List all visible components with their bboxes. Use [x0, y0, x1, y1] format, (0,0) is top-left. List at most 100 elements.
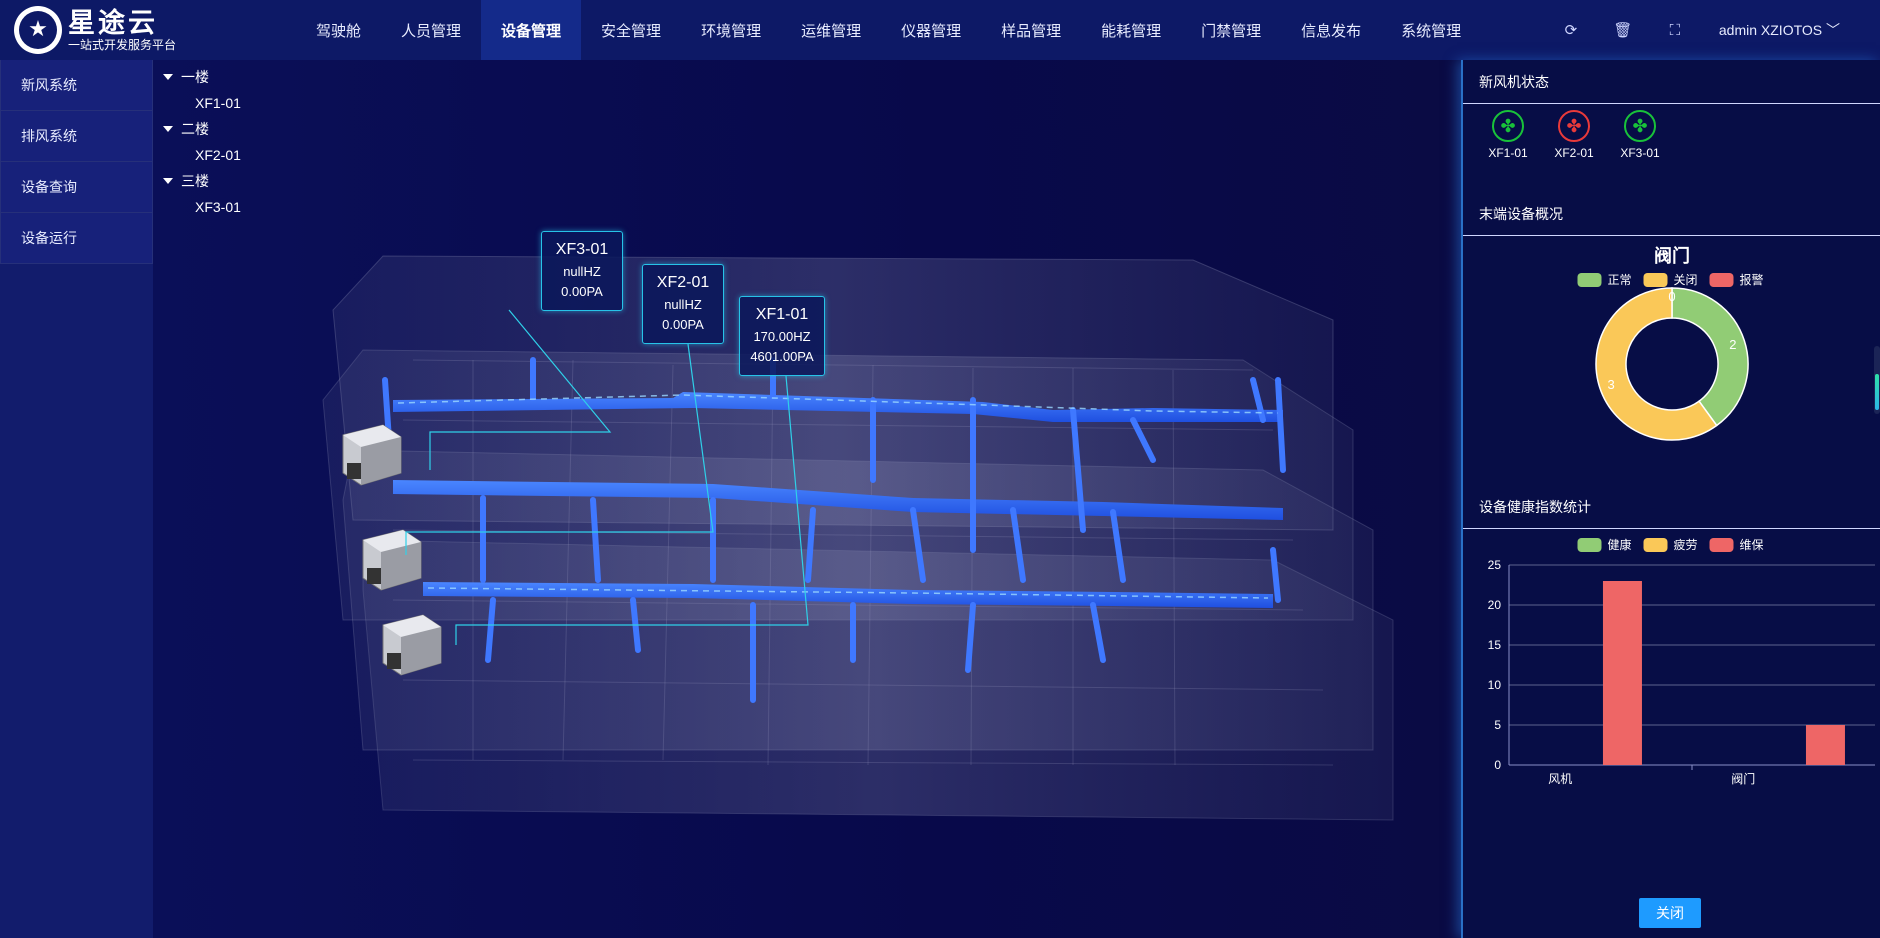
- fan-label: XF3-01: [1620, 146, 1660, 160]
- nav-item[interactable]: 人员管理: [401, 22, 462, 40]
- tree-floor-node[interactable]: 三楼: [163, 168, 241, 194]
- delete-icon[interactable]: 🗑: [1613, 22, 1633, 39]
- tree-unit-node[interactable]: XF3-01: [195, 199, 241, 215]
- sidebar-item[interactable]: 排风系统: [0, 111, 153, 162]
- fan-icon: ✤: [1492, 110, 1524, 142]
- caret-down-icon: [163, 126, 173, 132]
- user-menu[interactable]: admin XZIOTOS ﹀: [1718, 22, 1840, 38]
- nav-item[interactable]: 门禁管理: [1201, 22, 1262, 40]
- fan-status-title: 新风机状态: [1463, 60, 1880, 104]
- nav-item[interactable]: 驾驶舱: [316, 22, 362, 40]
- legend-swatch[interactable]: [1577, 538, 1602, 552]
- caret-down-icon: [163, 178, 173, 184]
- tag-xf3-01[interactable]: XF3-01 nullHZ 0.00PA: [541, 231, 623, 311]
- right-panel: 新风机状态 ✤XF1-01✤XF2-01✤XF3-01 末端设备概况 阀门正常关…: [1461, 60, 1880, 938]
- legend-label[interactable]: 维保: [1740, 538, 1764, 552]
- tag-pressure: 0.00PA: [561, 284, 603, 299]
- panel-scrollbar[interactable]: [1874, 346, 1880, 414]
- y-tick-label: 10: [1488, 678, 1502, 692]
- fan-icon: ✤: [1624, 110, 1656, 142]
- y-tick-label: 0: [1494, 758, 1501, 772]
- nav-item[interactable]: 安全管理: [601, 22, 662, 40]
- nav-item[interactable]: 设备管理: [481, 0, 582, 60]
- tag-xf2-01[interactable]: XF2-01 nullHZ 0.00PA: [642, 264, 724, 344]
- sidebar: 新风系统排风系统设备查询设备运行: [0, 60, 153, 938]
- pie-slice[interactable]: [1671, 287, 1749, 427]
- hvac-3d-scene[interactable]: 一楼 XF1-01 二楼 XF2-01 三楼 XF3-01 XF3-01 nullHZ 0…: [153, 60, 1461, 938]
- tree-floor-label: 三楼: [181, 173, 209, 189]
- logo-title: 星途云: [68, 8, 158, 38]
- tag-frequency: nullHZ: [563, 264, 601, 279]
- terminal-overview-title: 末端设备概况: [1463, 192, 1880, 236]
- health-stats-title: 设备健康指数统计: [1463, 485, 1880, 529]
- y-tick-label: 25: [1488, 558, 1502, 572]
- sidebar-item[interactable]: 新风系统: [0, 60, 153, 111]
- chart-title: 阀门: [1654, 245, 1690, 266]
- y-tick-label: 20: [1488, 598, 1502, 612]
- tree-floor-label: 一楼: [181, 69, 209, 85]
- legend-swatch[interactable]: [1577, 273, 1602, 287]
- bar[interactable]: [1805, 725, 1845, 765]
- nav-item[interactable]: 运维管理: [801, 22, 862, 40]
- x-tick-label: 阀门: [1731, 771, 1755, 786]
- fan-label: XF1-01: [1488, 146, 1528, 160]
- building-duct-model: [322, 255, 1394, 821]
- nav-item[interactable]: 仪器管理: [901, 22, 962, 40]
- bar[interactable]: [1602, 581, 1642, 765]
- legend-label[interactable]: 疲劳: [1674, 537, 1698, 552]
- fan-status-item[interactable]: ✤ XF1-01: [1475, 110, 1541, 192]
- logo-subtitle: 一站式开发服务平台: [68, 38, 177, 52]
- tag-name: XF1-01: [755, 306, 809, 323]
- legend-label[interactable]: 报警: [1740, 272, 1764, 287]
- fan-status-item[interactable]: ✤ XF2-01: [1541, 110, 1607, 192]
- tag-pressure: 4601.00PA: [750, 349, 814, 364]
- floor-tree: 一楼 XF1-01 二楼 XF2-01 三楼 XF3-01: [163, 64, 241, 220]
- tag-frequency: 170.00HZ: [753, 329, 811, 344]
- pie-slice[interactable]: [1595, 287, 1718, 441]
- fan-status-item[interactable]: ✤ XF3-01: [1607, 110, 1673, 192]
- sidebar-item[interactable]: 设备运行: [0, 213, 153, 264]
- main-nav: 驾驶舱 人员管理 设备管理 安全管理 环境管理 运维管理 仪器管理 样品管理 能耗管理 门禁管理 信…: [296, 0, 1481, 60]
- y-tick-label: 5: [1494, 718, 1501, 732]
- nav-item[interactable]: 能耗管理: [1101, 22, 1162, 40]
- pie-data-label: 0: [1668, 289, 1675, 304]
- nav-item[interactable]: 样品管理: [1001, 22, 1062, 40]
- legend-swatch[interactable]: [1643, 538, 1668, 552]
- logo[interactable]: ★ 星途云 一站式开发服务平台: [0, 0, 180, 60]
- y-tick-label: 15: [1488, 638, 1502, 652]
- fan-status-list: ✤ XF1-01 ✤ XF2-01 ✤ XF3-01: [1463, 104, 1880, 192]
- caret-down-icon: [163, 74, 173, 80]
- fan-unit-models: [342, 424, 442, 676]
- tag-xf1-01[interactable]: XF1-01 170.00HZ 4601.00PA: [739, 296, 825, 376]
- fan-label: XF2-01: [1554, 146, 1594, 160]
- pie-data-label: 2: [1729, 337, 1736, 352]
- refresh-icon[interactable]: ⟳: [1564, 22, 1578, 39]
- tag-name: XF3-01: [555, 241, 609, 258]
- tag-pressure: 0.00PA: [662, 317, 704, 332]
- sidebar-item[interactable]: 设备查询: [0, 162, 153, 213]
- nav-item[interactable]: 信息发布: [1301, 22, 1362, 40]
- pie-data-label: 3: [1608, 377, 1615, 392]
- tree-unit-node[interactable]: XF2-01: [195, 147, 241, 163]
- x-tick-label: 风机: [1548, 772, 1572, 786]
- health-bar-chart: 健康 疲劳 维保 0 5 10 15 20 25 风机 阀门: [1488, 537, 1875, 786]
- tree-floor-node[interactable]: 二楼: [163, 116, 241, 142]
- tag-frequency: nullHZ: [664, 297, 702, 312]
- tree-unit-node[interactable]: XF1-01: [195, 95, 241, 111]
- fan-icon: ✤: [1558, 110, 1590, 142]
- legend-label[interactable]: 正常: [1608, 273, 1632, 287]
- close-button[interactable]: 关闭: [1639, 898, 1701, 928]
- legend-label[interactable]: 关闭: [1674, 273, 1698, 287]
- tree-floor-label: 二楼: [181, 121, 209, 137]
- legend-label[interactable]: 健康: [1608, 537, 1632, 552]
- logo-badge-icon: ★: [14, 6, 62, 54]
- legend-swatch[interactable]: [1643, 273, 1668, 287]
- top-nav-bar: ★ 星途云 一站式开发服务平台 驾驶舱 人员管理 设备管理 安全管理 环境管理 运维管理 仪…: [0, 0, 1880, 60]
- legend-swatch[interactable]: [1709, 273, 1734, 287]
- nav-item[interactable]: 系统管理: [1401, 22, 1462, 40]
- tree-floor-node[interactable]: 一楼: [163, 64, 241, 90]
- fullscreen-icon[interactable]: ⛶: [1669, 21, 1681, 39]
- legend-swatch[interactable]: [1709, 538, 1734, 552]
- nav-item[interactable]: 环境管理: [701, 22, 762, 40]
